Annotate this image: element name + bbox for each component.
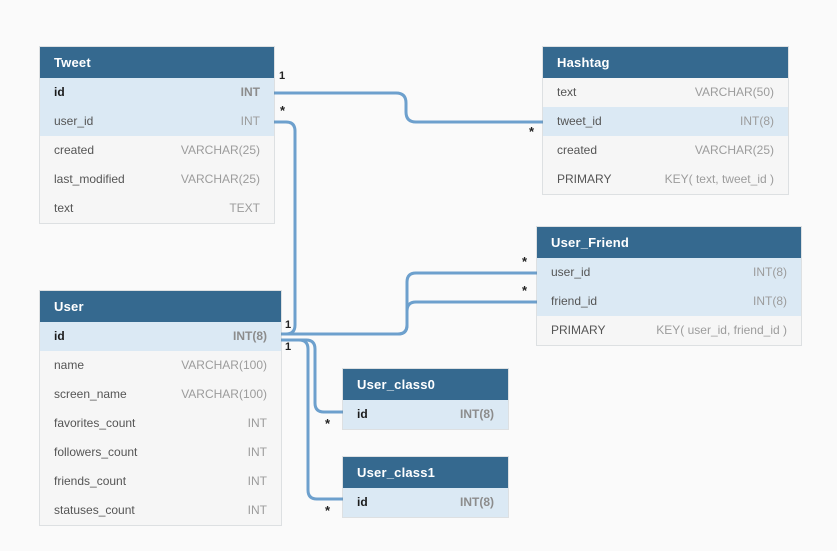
- field-type: INT: [247, 503, 267, 517]
- row-user-statuses-count[interactable]: statuses_count INT: [40, 496, 281, 525]
- table-user-class1-header[interactable]: User_class1: [343, 457, 508, 488]
- row-tweet-text[interactable]: text TEXT: [40, 194, 274, 223]
- field-type: TEXT: [229, 201, 260, 215]
- row-user-friend-user-id[interactable]: user_id INT(8): [537, 258, 801, 287]
- multiplicity-label: *: [280, 103, 286, 118]
- field-type: VARCHAR(25): [180, 143, 260, 157]
- multiplicity-label: 1: [279, 70, 286, 82]
- multiplicity-label: *: [325, 503, 331, 518]
- edge-user-id-to-user-friend-friend-id[interactable]: [279, 300, 539, 336]
- field-name: favorites_count: [54, 416, 136, 430]
- field-name: user_id: [54, 114, 94, 128]
- edge-user-id-to-user-class1-id[interactable]: [279, 338, 345, 501]
- edge-user-id-to-user-class0-id[interactable]: [279, 338, 345, 414]
- row-tweet-id[interactable]: id INT: [40, 78, 274, 107]
- field-type: INT: [240, 85, 260, 99]
- row-user-id[interactable]: id INT(8): [40, 322, 281, 351]
- table-user-class1[interactable]: User_class1 id INT(8): [343, 457, 508, 517]
- row-hashtag-created[interactable]: created VARCHAR(25): [543, 136, 788, 165]
- field-name: text: [557, 85, 577, 99]
- field-name: created: [557, 143, 598, 157]
- field-type: VARCHAR(50): [694, 85, 774, 99]
- row-tweet-user-id[interactable]: user_id INT: [40, 107, 274, 136]
- field-name: followers_count: [54, 445, 138, 459]
- field-type: KEY( text, tweet_id ): [664, 172, 774, 186]
- field-type: INT(8): [753, 294, 787, 308]
- field-name: statuses_count: [54, 503, 135, 517]
- field-type: INT(8): [753, 265, 787, 279]
- field-type: VARCHAR(25): [180, 172, 260, 186]
- field-name: id: [357, 495, 368, 509]
- row-user-friends-count[interactable]: friends_count INT: [40, 467, 281, 496]
- field-name: last_modified: [54, 172, 125, 186]
- row-tweet-last-modified[interactable]: last_modified VARCHAR(25): [40, 165, 274, 194]
- row-user-friend-primary[interactable]: PRIMARY KEY( user_id, friend_id ): [537, 316, 801, 345]
- field-name: PRIMARY: [557, 172, 612, 186]
- field-name: user_id: [551, 265, 591, 279]
- field-name: name: [54, 358, 85, 372]
- row-user-favorites-count[interactable]: favorites_count INT: [40, 409, 281, 438]
- table-hashtag-header[interactable]: Hashtag: [543, 47, 788, 78]
- field-type: INT: [247, 416, 267, 430]
- field-name: PRIMARY: [551, 323, 606, 337]
- table-user-class0-header[interactable]: User_class0: [343, 369, 508, 400]
- field-type: INT(8): [233, 329, 267, 343]
- row-user-class1-id[interactable]: id INT(8): [343, 488, 508, 517]
- field-type: INT(8): [460, 407, 494, 421]
- multiplicity-label: 1: [285, 341, 292, 353]
- field-name: friends_count: [54, 474, 127, 488]
- multiplicity-label: *: [529, 124, 535, 139]
- table-user-friend-header[interactable]: User_Friend: [537, 227, 801, 258]
- field-name: text: [54, 201, 74, 215]
- field-type: VARCHAR(25): [694, 143, 774, 157]
- field-type: VARCHAR(100): [181, 358, 267, 372]
- table-user-friend[interactable]: User_Friend user_id INT(8) friend_id INT…: [537, 227, 801, 345]
- field-type: INT: [247, 474, 267, 488]
- row-hashtag-primary[interactable]: PRIMARY KEY( text, tweet_id ): [543, 165, 788, 194]
- table-hashtag[interactable]: Hashtag text VARCHAR(50) tweet_id INT(8)…: [543, 47, 788, 194]
- table-user-class0[interactable]: User_class0 id INT(8): [343, 369, 508, 429]
- field-name: id: [54, 85, 65, 99]
- edge-tweet-id-to-hashtag-tweet-id[interactable]: [274, 91, 545, 124]
- table-tweet[interactable]: Tweet id INT user_id INT created VARCHAR…: [40, 47, 274, 223]
- field-name: tweet_id: [557, 114, 602, 128]
- table-user-header[interactable]: User: [40, 291, 281, 322]
- field-name: id: [357, 407, 368, 421]
- row-user-name[interactable]: name VARCHAR(100): [40, 351, 281, 380]
- field-type: VARCHAR(100): [181, 387, 267, 401]
- field-type: KEY( user_id, friend_id ): [656, 323, 787, 337]
- row-hashtag-tweet-id[interactable]: tweet_id INT(8): [543, 107, 788, 136]
- field-name: screen_name: [54, 387, 127, 401]
- field-type: INT: [247, 445, 267, 459]
- field-type: INT(8): [460, 495, 494, 509]
- row-user-class0-id[interactable]: id INT(8): [343, 400, 508, 429]
- multiplicity-label: *: [522, 254, 528, 269]
- multiplicity-label: *: [522, 283, 528, 298]
- field-name: id: [54, 329, 65, 343]
- row-user-followers-count[interactable]: followers_count INT: [40, 438, 281, 467]
- multiplicity-label: *: [325, 416, 331, 431]
- multiplicity-label: 1: [285, 319, 292, 331]
- row-user-friend-friend-id[interactable]: friend_id INT(8): [537, 287, 801, 316]
- field-name: created: [54, 143, 95, 157]
- row-user-screen-name[interactable]: screen_name VARCHAR(100): [40, 380, 281, 409]
- field-type: INT(8): [740, 114, 774, 128]
- field-type: INT: [240, 114, 260, 128]
- field-name: friend_id: [551, 294, 598, 308]
- row-hashtag-text[interactable]: text VARCHAR(50): [543, 78, 788, 107]
- row-tweet-created[interactable]: created VARCHAR(25): [40, 136, 274, 165]
- table-user[interactable]: User id INT(8) name VARCHAR(100) screen_…: [40, 291, 281, 525]
- table-tweet-header[interactable]: Tweet: [40, 47, 274, 78]
